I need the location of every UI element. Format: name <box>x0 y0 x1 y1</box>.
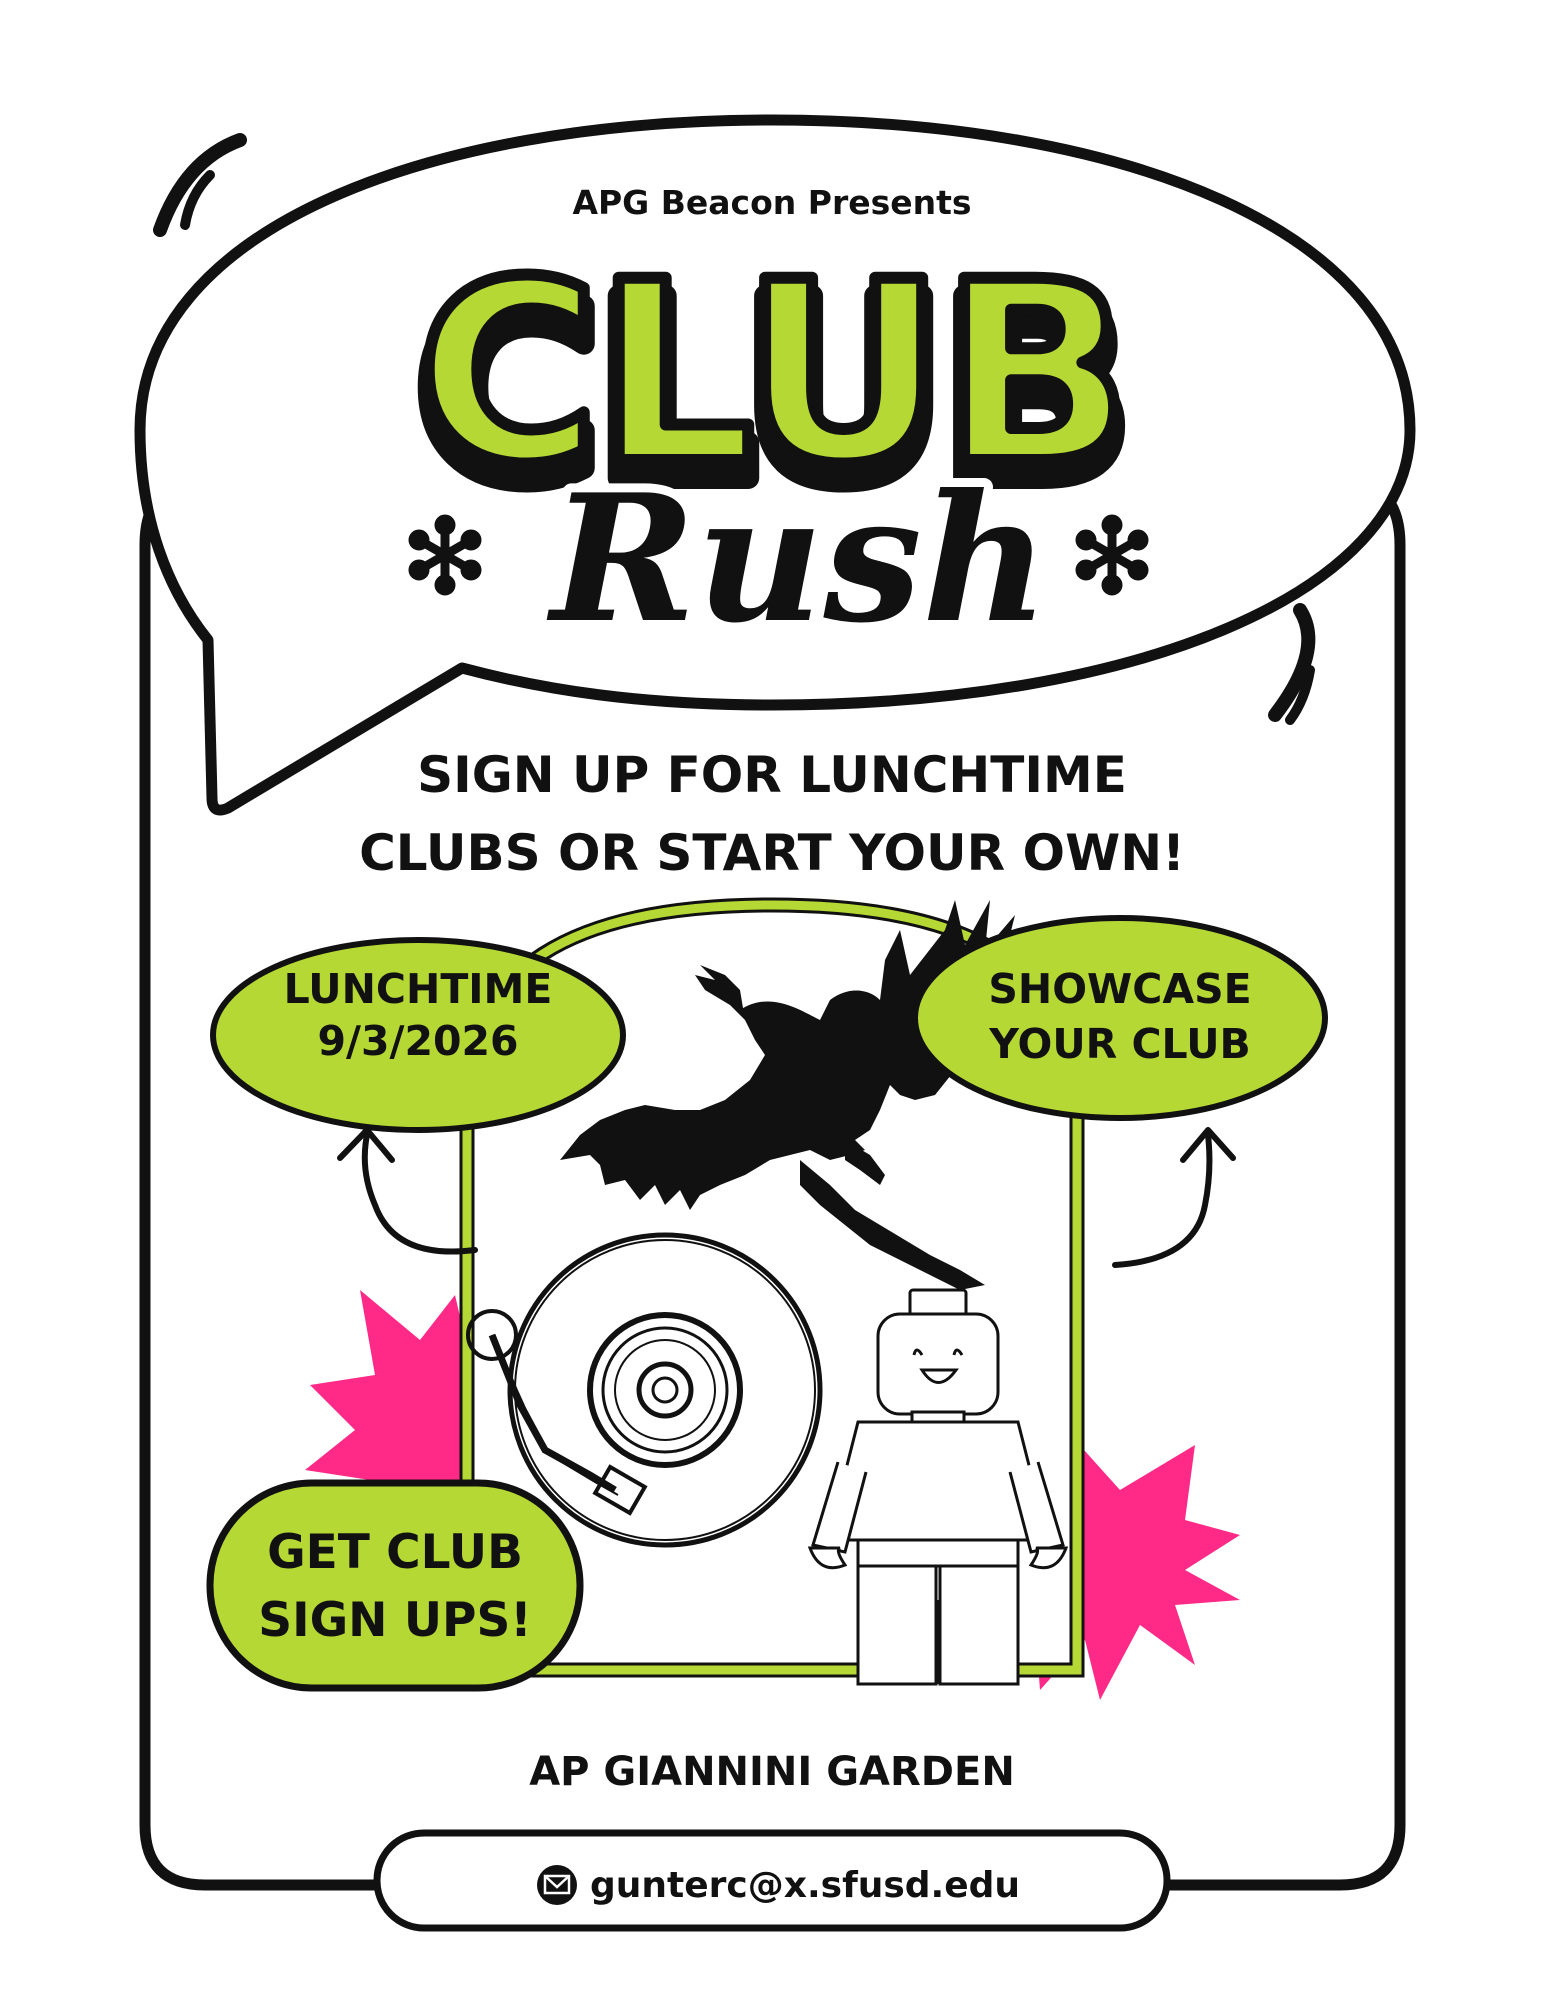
tagline-line-2: CLUBS OR START YOUR OWN! <box>359 824 1185 882</box>
showcase-club-badge-shape <box>912 915 1328 1121</box>
get-sign-ups-badge: GET CLUB SIGN UPS! <box>206 1479 584 1692</box>
lego-minifigure-icon <box>807 1288 1069 1686</box>
contact-email-bar[interactable]: gunterc@x.sfusd.edu <box>373 1829 1171 1932</box>
location-text: AP GIANNINI GARDEN <box>529 1749 1015 1795</box>
turntable-icon <box>466 1232 823 1548</box>
get-club-label: GET CLUB <box>267 1525 523 1580</box>
arrow-right-icon <box>1112 1127 1236 1268</box>
contact-email[interactable]: gunterc@x.sfusd.edu <box>590 1865 1020 1906</box>
showcase-club-badge: SHOWCASE YOUR CLUB <box>912 915 1328 1121</box>
your-club-label: YOUR CLUB <box>988 1020 1251 1068</box>
lunchtime-label: LUNCHTIME <box>284 965 553 1013</box>
tagline-line-1: SIGN UP FOR LUNCHTIME <box>417 746 1127 804</box>
speech-bubble <box>134 114 1416 816</box>
lunchtime-date-badge: LUNCHTIME 9/3/2026 <box>210 937 626 1133</box>
title-rush-outline: Rush <box>546 457 1049 662</box>
title-club-shadow: CLUB <box>416 246 1127 537</box>
sign-ups-label: SIGN UPS! <box>258 1593 532 1648</box>
title-rush-fill: Rush <box>546 457 1049 662</box>
swoosh-top-left-decoration <box>153 133 247 237</box>
swoosh-right-decoration <box>1268 603 1316 725</box>
asterisk-left-icon <box>408 514 482 596</box>
get-sign-ups-badge-shape <box>206 1479 584 1692</box>
title-club-fill: CLUB <box>416 228 1127 519</box>
contact-email-bar-shape <box>373 1829 1171 1932</box>
envelope-icon <box>537 1865 577 1905</box>
asterisk-right-icon <box>1075 514 1149 596</box>
title-club: CLUB CLUB <box>405 222 1142 548</box>
lunchtime-date: 9/3/2026 <box>317 1017 518 1065</box>
lunchtime-date-badge-shape <box>210 937 626 1133</box>
dragon-icon <box>560 900 1020 1290</box>
presenter-text: APG Beacon Presents <box>572 183 971 222</box>
showcase-label: SHOWCASE <box>988 965 1251 1013</box>
title-rush: Rush Rush <box>537 448 1058 671</box>
